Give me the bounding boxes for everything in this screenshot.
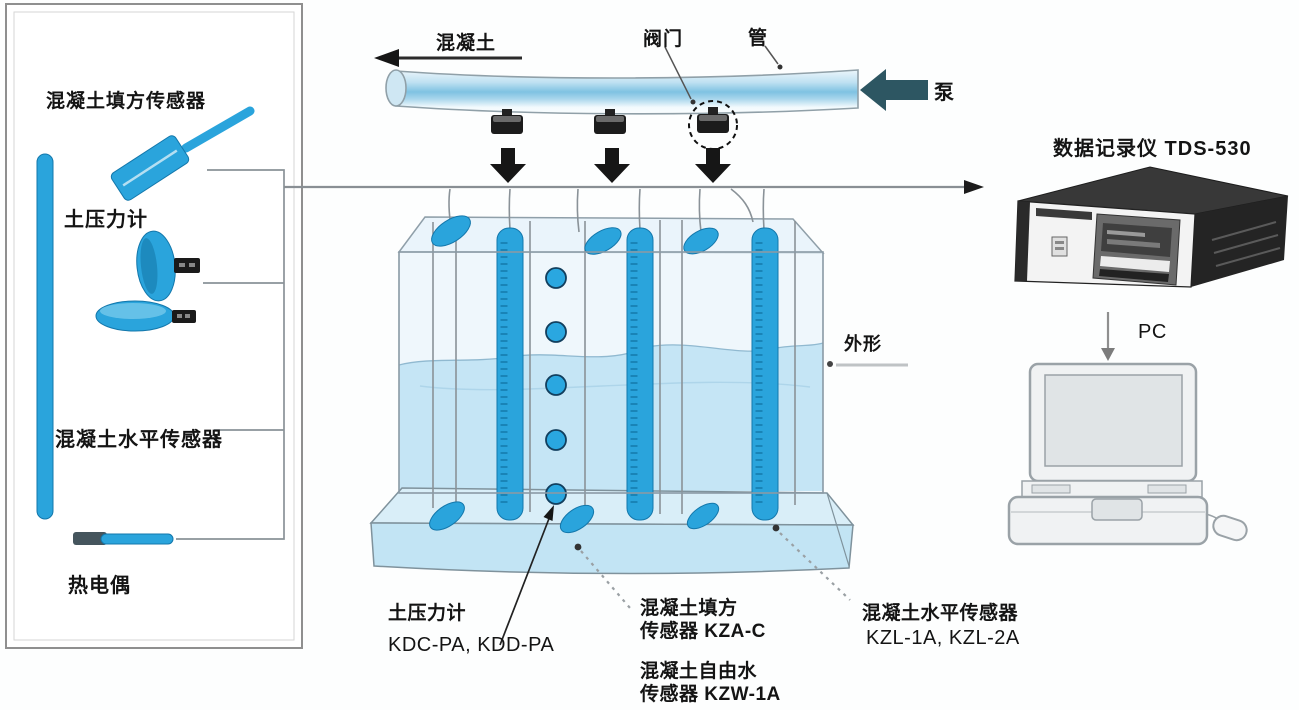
sensor-dot xyxy=(545,321,567,343)
fill-sensor-paddles-base xyxy=(429,501,720,534)
fill-and-freewater-callout: 混凝土填方 传感器 KZA-C 混凝土自由水 传感器 KZW-1A xyxy=(640,597,781,706)
legend-fill-sensor-label: 混凝土填方传感器 xyxy=(46,91,207,112)
laptop-illustration xyxy=(1007,362,1248,546)
free-water-callout-name: 混凝土自由水 xyxy=(640,661,758,682)
flow-down-arrow-icon xyxy=(490,148,526,183)
pump-arrow-icon xyxy=(860,69,928,111)
earth-pressure-gauge-icon xyxy=(95,230,200,332)
earth-pressure-callout-models: KDC-PA, KDD-PA xyxy=(388,634,555,656)
legend-wire-bracket xyxy=(176,169,285,540)
fill-sensor-callout-models: 传感器 KZA-C xyxy=(640,621,766,642)
valve-label: 阀门 xyxy=(643,29,684,50)
fill-sensor-callout-name: 混凝土填方 xyxy=(640,598,738,619)
level-sensor-bar-icon xyxy=(36,153,54,520)
free-water-callout-models: 传感器 KZW-1A xyxy=(640,684,781,705)
bus-arrowhead-icon xyxy=(964,180,984,194)
mouse-icon xyxy=(1212,514,1248,542)
outline-label: 外形 xyxy=(844,334,882,354)
earth-pressure-callout-name: 土压力计 xyxy=(388,603,467,624)
concrete-flow-label: 混凝土 xyxy=(436,33,497,54)
logger-to-pc-arrow xyxy=(1101,312,1115,361)
sensor-dot xyxy=(545,267,567,289)
fill-sensor-dashed-pointer xyxy=(574,543,631,609)
legend-thermocouple-label: 热电偶 xyxy=(68,575,131,597)
level-sensor-callout-models: KZL-1A, KZL-2A xyxy=(866,627,1020,649)
flow-down-arrow-icon xyxy=(695,148,731,183)
data-logger-illustration xyxy=(1014,166,1289,288)
flow-down-arrow-icon xyxy=(594,148,630,183)
fill-sensor-paddle-icon xyxy=(110,106,255,201)
earth-pressure-callout-arrow xyxy=(499,505,554,646)
sensor-columns xyxy=(496,227,779,521)
foundation-base xyxy=(369,487,855,575)
legend-level-sensor-label: 混凝土水平传感器 xyxy=(55,429,223,451)
concrete-pipe xyxy=(385,69,859,115)
valve-pointer-line xyxy=(664,46,696,105)
sensor-dot xyxy=(545,483,567,505)
level-sensor-callout-name: 混凝土水平传感器 xyxy=(862,603,1019,624)
pc-label: PC xyxy=(1138,321,1167,343)
recorder-label: 数据记录仪 TDS-530 xyxy=(1053,138,1252,160)
pipe-end-cap xyxy=(385,69,407,107)
laptop-screen xyxy=(1044,374,1183,467)
level-sensor-dashed-pointer xyxy=(772,524,851,601)
pipe-pointer-line xyxy=(764,45,783,70)
outline-pointer xyxy=(827,361,908,367)
thermocouple-icon xyxy=(73,532,174,545)
formwork-tank xyxy=(369,188,855,575)
sensor-dot xyxy=(545,374,567,396)
concrete-flow-arrow-icon xyxy=(374,49,522,67)
sensor-dot xyxy=(545,429,567,451)
pump-label: 泵 xyxy=(934,82,955,104)
formwork-frames xyxy=(432,220,796,514)
fill-sensor-paddles-top xyxy=(431,215,719,255)
level-sensor-callout: 混凝土水平传感器 KZL-1A, KZL-2A xyxy=(862,601,1020,651)
legend-earth-pressure-label: 土压力计 xyxy=(64,209,148,231)
earth-pressure-callout: 土压力计 KDC-PA, KDD-PA xyxy=(388,602,554,657)
pressure-gauge-dots xyxy=(545,267,567,505)
signal-bus-wire xyxy=(284,180,984,194)
outlet-valve-icons xyxy=(490,100,738,183)
pipe-label: 管 xyxy=(748,28,769,49)
